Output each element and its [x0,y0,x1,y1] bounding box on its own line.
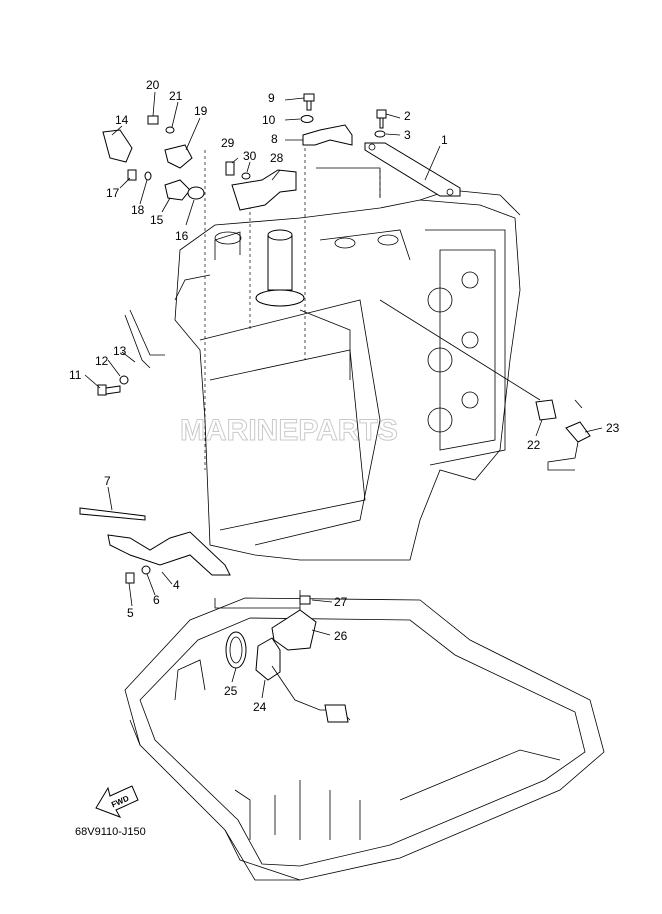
washer-part-30 [241,172,251,180]
bracket-part-1 [364,142,461,197]
callout-28: 28 [270,151,284,165]
callout-21: 21 [169,89,183,103]
ground-lead-part-13 [124,309,165,369]
callout-27: 27 [334,595,348,609]
callout-13: 13 [113,344,127,358]
washer-part-18 [144,171,152,181]
bracket-part-28 [231,169,297,211]
callout-7: 7 [104,474,111,488]
leader-lines [84,91,603,699]
cap-part-23 [565,421,591,443]
callout-23: 23 [606,421,620,435]
callout-2: 2 [404,109,411,123]
bracket-part-26 [271,609,317,651]
callout-8: 8 [271,132,278,146]
washer-part-21 [165,126,175,134]
bolt-part-5 [125,572,135,584]
bolt-part-20 [147,115,159,125]
clip-part-19 [164,144,193,169]
tie-strap-part-7 [79,507,146,521]
bolt-part-9 [303,93,315,111]
callout-12: 12 [95,354,109,368]
washer-part-3 [374,130,386,138]
washer-part-12 [119,375,129,385]
callout-20: 20 [146,78,160,92]
callout-29: 29 [221,136,235,150]
grommet-part-24 [255,637,281,681]
callout-26: 26 [334,629,348,643]
washer-part-10 [300,115,314,123]
fwd-arrow-icon [95,785,139,818]
bolt-part-2 [376,109,387,129]
sensor-part-22 [535,399,557,421]
callout-22: 22 [527,438,541,452]
guide-lines [204,148,541,610]
callout-24: 24 [253,700,267,714]
callout-25: 25 [224,684,238,698]
callout-9: 9 [268,91,275,105]
sensor-part-14 [102,129,133,163]
callout-16: 16 [175,229,189,243]
callout-14: 14 [115,113,129,127]
callout-17: 17 [106,186,120,200]
callout-30: 30 [243,149,257,163]
bolt-part-29 [225,161,235,176]
bottom-cowling [124,597,605,881]
engine-block [174,189,521,561]
bracket-part-4 [107,531,231,576]
callout-15: 15 [150,213,164,227]
grommet-part-16 [187,186,205,200]
callout-4: 4 [173,578,180,592]
clamp-part-8 [302,124,353,146]
diagram-code: 68V9110-J150 [75,826,146,838]
callout-3: 3 [404,128,411,142]
washer-part-6 [141,565,151,575]
grommet-part-15 [164,179,191,201]
watermark: MARINEPARTS [180,414,398,447]
callout-10: 10 [262,113,276,127]
bolt-part-27 [299,595,311,605]
callout-18: 18 [131,203,145,217]
callout-1: 1 [441,133,448,147]
callout-19: 19 [194,104,208,118]
bolt-part-17 [127,169,137,181]
bolt-part-11 [97,384,121,396]
callout-5: 5 [127,606,134,620]
callout-11: 11 [69,368,82,382]
callout-6: 6 [153,593,160,607]
